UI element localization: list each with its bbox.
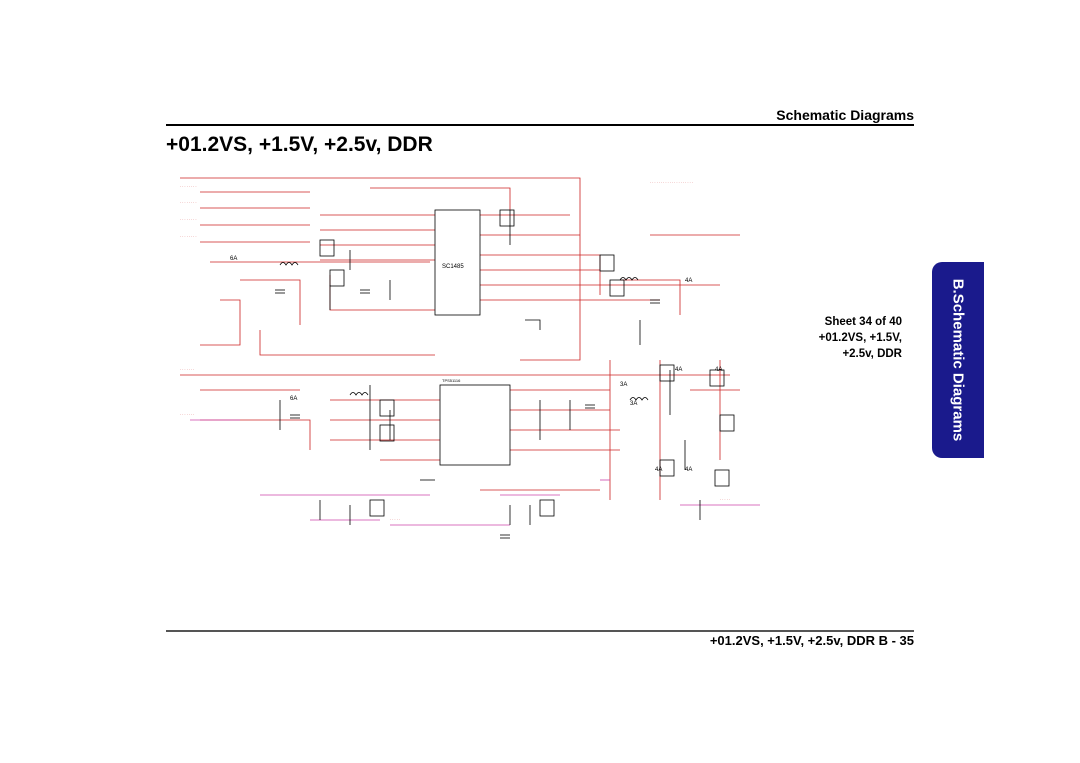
- sheet-caption-line1: +01.2VS, +1.5V,: [818, 332, 902, 344]
- current-label: 6A: [290, 396, 297, 402]
- page-title: +01.2VS, +1.5V, +2.5v, DDR: [166, 133, 433, 156]
- ic-label-top: SC1485: [442, 264, 464, 270]
- header-divider: [166, 124, 914, 126]
- sheet-number: Sheet 34 of 40: [824, 316, 902, 328]
- svg-text:· · · · · · · ·: · · · · · · · ·: [180, 201, 197, 205]
- sheet-caption-line2: +2.5v, DDR: [842, 348, 902, 360]
- svg-text:· · · · · · ·: · · · · · · ·: [180, 368, 194, 372]
- sheet-info: Sheet 34 of 40 +01.2VS, +1.5V, +2.5v, DD…: [790, 314, 902, 362]
- svg-text:· · · · · · · · · · · · · · ·: · · · · · · · · · · · · · · · · · · · ·: [650, 181, 693, 185]
- schematic-diagram: · · · · · · · · · · · · · · · · · · · · …: [180, 177, 760, 539]
- svg-text:· · · · · · · ·: · · · · · · · ·: [180, 185, 197, 189]
- side-tab-label: B.Schematic Diagrams: [949, 278, 967, 442]
- ic-label-bottom: TPS51116: [442, 378, 461, 383]
- section-header-title: Schematic Diagrams: [776, 107, 914, 123]
- section-side-tab: B.Schematic Diagrams: [932, 262, 984, 458]
- svg-text:· · · · · · ·: · · · · · · ·: [180, 413, 194, 417]
- footer-divider: [166, 630, 914, 632]
- svg-text:· · · · ·: · · · · ·: [720, 498, 730, 502]
- current-label: 4A: [655, 467, 662, 473]
- current-label: 6A: [230, 256, 237, 262]
- current-label: 3A: [630, 401, 637, 407]
- svg-text:· · · · · · · ·: · · · · · · · ·: [180, 218, 197, 222]
- current-label: 4A: [685, 467, 692, 473]
- svg-text:· · · · ·: · · · · ·: [390, 518, 400, 522]
- footer-page-label: +01.2VS, +1.5V, +2.5v, DDR B - 35: [709, 633, 914, 648]
- current-label: 4A: [675, 367, 682, 373]
- current-label: 3A: [620, 382, 627, 388]
- current-label: 4A: [685, 278, 692, 284]
- current-label: 4A: [715, 367, 722, 373]
- svg-text:· · · · · · · ·: · · · · · · · ·: [180, 235, 197, 239]
